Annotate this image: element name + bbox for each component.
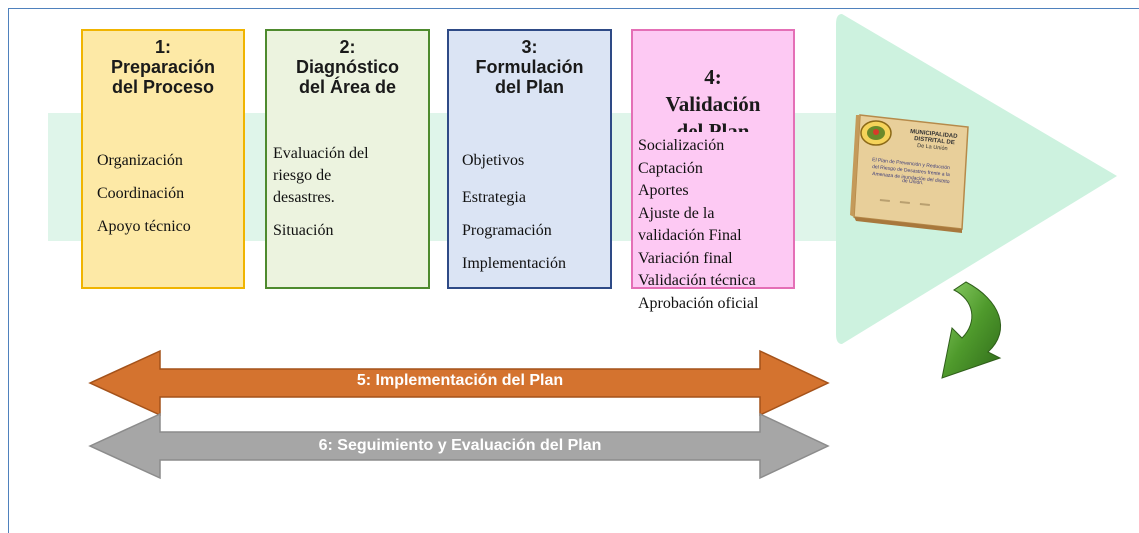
step-4-item: Socialización (638, 137, 725, 154)
step-2-items: Evaluación del riesgo de desastres. Situ… (273, 143, 369, 242)
step-2-title-line2: del Área de (298, 77, 397, 97)
step-4-item: Aprobación oficial (638, 294, 759, 312)
step-4-title: 4: Validación del Plan (631, 64, 795, 132)
step-4-number: 4: (704, 65, 722, 89)
step-4-item: Ajuste de la (638, 204, 715, 222)
step-4-item: validación Final (638, 227, 742, 244)
step-1-number: 1: (154, 37, 171, 57)
step-4-title-line1: Validación (665, 92, 761, 116)
step-2-item: desastres. (273, 189, 335, 206)
step-2-title: 2: Diagnóstico del Área de (267, 37, 428, 97)
step-1-item: Apoyo técnico (97, 218, 191, 235)
step-1-title-line1: Preparación (110, 57, 216, 77)
step-1-title: 1: Preparación del Proceso (83, 37, 243, 97)
step-1-items: Organización Coordinación Apoyo técnico (97, 144, 191, 243)
step-3-title-line1: Formulación (475, 57, 584, 77)
step-box-4 (631, 29, 795, 289)
step-4-item: Validación técnica (638, 272, 756, 289)
step-4-item: Variación final (638, 249, 733, 267)
implementation-arrow-label: 5: Implementación del Plan (356, 372, 564, 389)
step-box-2: 2: Diagnóstico del Área de Evaluación de… (265, 29, 430, 289)
book-header-2: DISTRITAL DE (914, 136, 955, 146)
step-3-title-line2: del Plan (494, 77, 565, 97)
step-4-item: Captación (638, 159, 703, 177)
step-3-title: 3: Formulación del Plan (449, 37, 610, 97)
step-4-items: Socialización Captación Aportes Ajuste d… (638, 135, 758, 315)
book-header-1: MUNICIPALIDAD (910, 129, 959, 140)
frame-left-border (8, 8, 9, 533)
step-3-items: Objetivos Estrategia Programación Implem… (462, 144, 566, 280)
municipal-seal-icon (860, 120, 892, 146)
step-2-title-line1: Diagnóstico (295, 57, 399, 77)
book-text-4: de Unión. (902, 178, 924, 186)
step-2-item: Situación (273, 222, 334, 239)
step-3-item: Objetivos (462, 152, 525, 169)
step-3-item: Estrategia (462, 189, 526, 206)
step-1-item: Organización (97, 152, 183, 169)
step-2-item: Evaluación del (273, 145, 369, 162)
step-box-1: 1: Preparación del Proceso Organización … (81, 29, 245, 289)
step-2-item: riesgo de (273, 167, 332, 184)
plan-book-icon: MUNICIPALIDAD DISTRITAL DE De La Unión E… (850, 114, 969, 233)
step-3-number: 3: (521, 37, 538, 57)
step-4-title-line2: del Plan (676, 119, 750, 132)
step-box-3: 3: Formulación del Plan Objetivos Estrat… (447, 29, 612, 289)
step-3-item: Implementación (462, 255, 566, 272)
step-3-item: Programación (462, 222, 552, 239)
frame-top-border (8, 8, 1139, 9)
step-4-item: Aportes (638, 182, 689, 199)
step-1-title-line2: del Proceso (111, 77, 215, 97)
step-1-item: Coordinación (97, 185, 185, 202)
step-2-number: 2: (339, 37, 356, 57)
monitoring-arrow-label: 6: Seguimiento y Evaluación del Plan (318, 437, 602, 454)
book-header-3: De La Unión (917, 143, 948, 152)
